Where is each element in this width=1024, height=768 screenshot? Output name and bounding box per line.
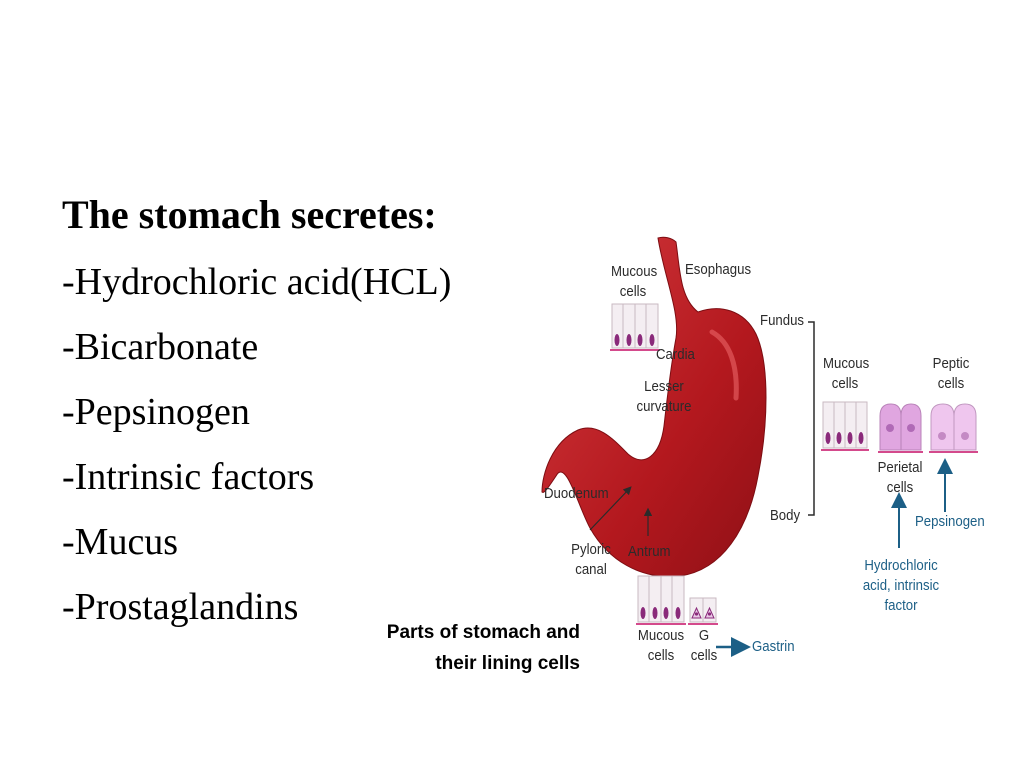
- mucous-cells-bottom-group: [636, 575, 686, 625]
- stomach-highlight: [709, 329, 739, 401]
- stomach-illustration: [541, 236, 978, 657]
- label-pepsinogen: Pepsinogen: [915, 513, 985, 530]
- mucous-cells-right-group: [821, 401, 869, 451]
- label-cardia: Cardia: [656, 346, 695, 363]
- caption-line-1: Parts of stomach and: [386, 622, 580, 643]
- secretion-item-prostaglandins: -Prostaglandins: [62, 586, 299, 628]
- label-gastrin: Gastrin: [752, 638, 795, 655]
- secretions-text-block: The stomach secretes: -Hydrochloric acid…: [62, 188, 582, 640]
- secretion-item-hcl: -Hydrochloric acid(HCL): [62, 261, 452, 303]
- parietal-cells-group: [878, 403, 923, 453]
- peptic-cells-group: [929, 403, 978, 453]
- diagram-caption: Parts of stomach and their lining cells: [340, 617, 580, 679]
- secretion-item-pepsinogen: -Pepsinogen: [62, 391, 250, 433]
- label-fundus: Fundus: [760, 312, 805, 329]
- stomach-shape: [541, 236, 767, 578]
- secretion-item-intrinsic-factors: -Intrinsic factors: [62, 456, 315, 498]
- label-esophagus: Esophagus: [685, 261, 752, 278]
- g-cells-group: [688, 597, 718, 625]
- duodenum-pointer: [589, 486, 632, 531]
- mucous-cells-top-group: [610, 303, 660, 351]
- secretion-item-mucus: -Mucus: [62, 521, 179, 563]
- fundus-body-bracket: [808, 321, 815, 516]
- label-duodenum: Duodenum: [544, 485, 609, 502]
- label-body: Body: [770, 507, 801, 524]
- slide-heading: The stomach secretes:: [62, 192, 437, 237]
- secretion-item-bicarbonate: -Bicarbonate: [62, 326, 259, 368]
- label-antrum: Antrum: [628, 543, 671, 560]
- caption-line-2: their lining cells: [435, 653, 580, 674]
